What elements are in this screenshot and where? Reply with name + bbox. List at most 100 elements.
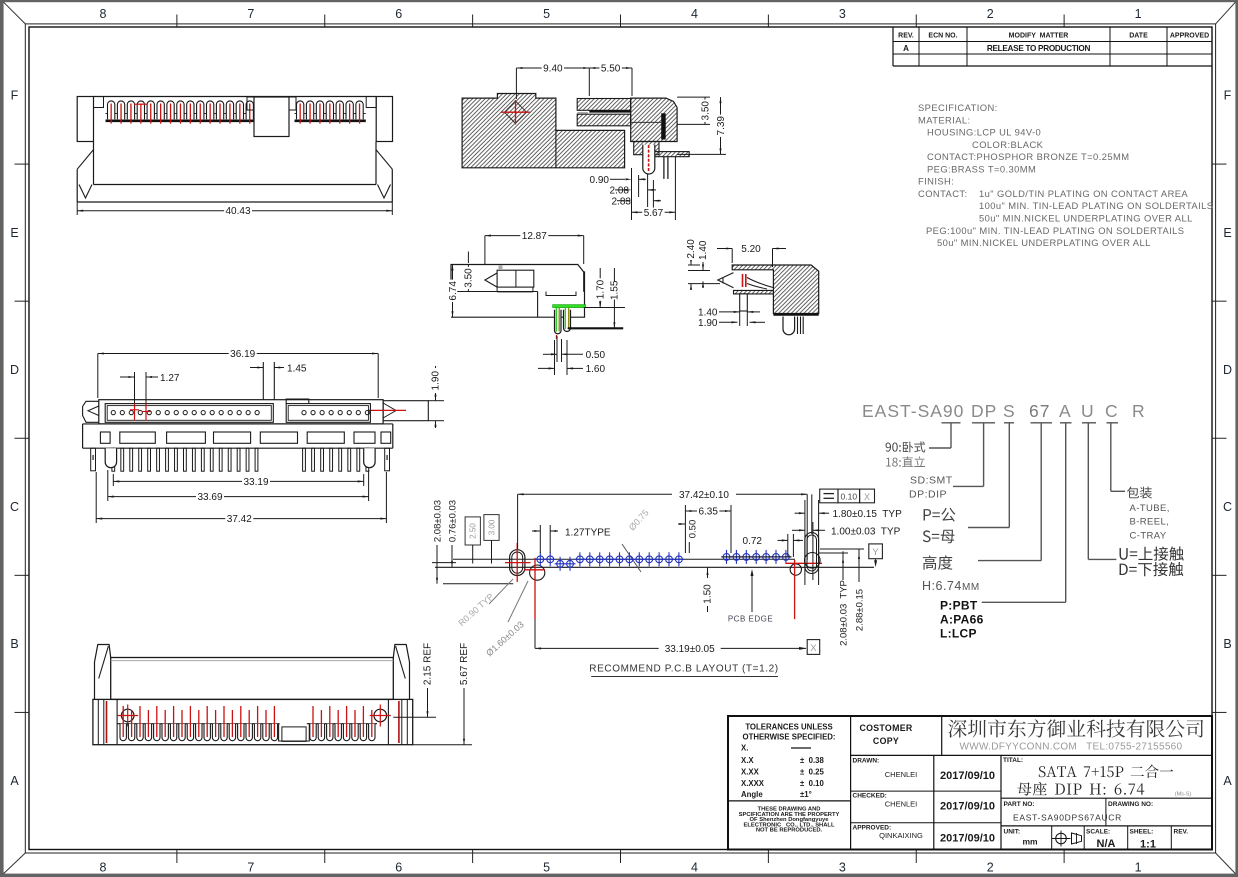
svg-text:1: 1 bbox=[1135, 861, 1142, 875]
svg-text:8: 8 bbox=[99, 861, 106, 875]
svg-text:1.00±0.03 TYP: 1.00±0.03 TYP bbox=[831, 526, 901, 537]
svg-text:R: R bbox=[1132, 401, 1146, 421]
svg-text:C: C bbox=[1223, 500, 1232, 514]
svg-text:MATERIAL:: MATERIAL: bbox=[918, 114, 971, 125]
svg-text:REV.: REV. bbox=[898, 33, 914, 40]
svg-text:1.27: 1.27 bbox=[160, 373, 180, 384]
svg-text:COSTOMER: COSTOMER bbox=[859, 723, 912, 733]
svg-text:SPECIFICATION:: SPECIFICATION: bbox=[918, 102, 998, 113]
svg-text:0.76±0.03: 0.76±0.03 bbox=[447, 500, 458, 542]
svg-text:33.19: 33.19 bbox=[243, 477, 268, 488]
svg-text:EAST-SA90DPS67AUCR: EAST-SA90DPS67AUCR bbox=[1013, 813, 1122, 823]
svg-text:C: C bbox=[1105, 401, 1119, 421]
svg-text:2.83: 2.83 bbox=[612, 196, 632, 207]
svg-text:THESE DRAWING AND: THESE DRAWING AND bbox=[758, 807, 821, 813]
svg-text:L:LCP: L:LCP bbox=[940, 627, 977, 641]
svg-text:X: X bbox=[810, 643, 817, 654]
svg-text:QINKAIXING: QINKAIXING bbox=[879, 831, 923, 840]
svg-text:6: 6 bbox=[395, 7, 402, 21]
svg-text:37.42±0.10: 37.42±0.10 bbox=[679, 490, 729, 501]
svg-text:5.20: 5.20 bbox=[741, 244, 761, 255]
svg-text:A: A bbox=[903, 44, 909, 53]
svg-text:2.15 REF: 2.15 REF bbox=[423, 643, 434, 685]
svg-text:36.19: 36.19 bbox=[230, 349, 255, 360]
svg-text:3: 3 bbox=[839, 861, 846, 875]
svg-text:40.43: 40.43 bbox=[225, 206, 250, 217]
svg-text:7: 7 bbox=[247, 7, 254, 21]
svg-text:X: X bbox=[864, 492, 870, 502]
svg-text:A-TUBE,: A-TUBE, bbox=[1130, 503, 1170, 514]
svg-text:MM: MM bbox=[962, 582, 980, 593]
svg-text:F: F bbox=[11, 89, 19, 103]
svg-text:50u" MIN.NICKEL UNDERPLATING O: 50u" MIN.NICKEL UNDERPLATING OVER ALL bbox=[937, 237, 1151, 248]
svg-text:CHENLEI: CHENLEI bbox=[885, 770, 918, 779]
svg-text:6.74: 6.74 bbox=[448, 281, 459, 301]
svg-text:X.: X. bbox=[741, 744, 748, 753]
svg-text:H:6.74: H:6.74 bbox=[922, 579, 962, 593]
svg-text:67: 67 bbox=[1029, 401, 1050, 421]
svg-text:33.69: 33.69 bbox=[197, 492, 222, 503]
svg-text:X.XXX: X.XXX bbox=[741, 779, 765, 788]
svg-text:OF Shenzhen Dongfangyuye: OF Shenzhen Dongfangyuye bbox=[750, 817, 830, 823]
svg-text:8: 8 bbox=[99, 7, 106, 21]
svg-text:OTHERWISE SPECIFIED:: OTHERWISE SPECIFIED: bbox=[743, 733, 836, 742]
svg-text:C: C bbox=[10, 500, 19, 514]
svg-text:CONTACT:: CONTACT: bbox=[918, 188, 968, 199]
svg-text:2.08±0.03: 2.08±0.03 bbox=[432, 500, 443, 542]
svg-text:Y: Y bbox=[872, 547, 879, 558]
svg-text:SCALE:: SCALE: bbox=[1086, 829, 1110, 836]
svg-text:0.90: 0.90 bbox=[590, 175, 610, 186]
svg-text:B: B bbox=[10, 637, 18, 651]
svg-text:SHEEL:: SHEEL: bbox=[1130, 829, 1154, 836]
svg-text:X.X: X.X bbox=[741, 756, 754, 765]
svg-text:FINISH:: FINISH: bbox=[918, 176, 954, 187]
svg-text:2.50: 2.50 bbox=[469, 523, 478, 539]
svg-text:2: 2 bbox=[987, 7, 994, 21]
svg-text:2.88±0.15: 2.88±0.15 bbox=[854, 589, 865, 631]
svg-text:A: A bbox=[10, 774, 19, 788]
svg-text:CHECKED:: CHECKED: bbox=[853, 793, 887, 800]
svg-text:1.60: 1.60 bbox=[586, 364, 606, 375]
svg-text:PEG:BRASS T=0.30MM: PEG:BRASS T=0.30MM bbox=[927, 163, 1036, 174]
svg-text:1.40: 1.40 bbox=[698, 308, 718, 319]
svg-text:9.40: 9.40 bbox=[543, 64, 563, 75]
svg-text:7: 7 bbox=[247, 861, 254, 875]
svg-text:± 0.25: ± 0.25 bbox=[800, 768, 824, 777]
svg-text:RELEASE TO PRODUCTION: RELEASE TO PRODUCTION bbox=[987, 44, 1091, 53]
svg-text:HOUSING:LCP UL 94V-0: HOUSING:LCP UL 94V-0 bbox=[927, 127, 1041, 138]
svg-text:ELECTRONIC CO., LTD., SHALL: ELECTRONIC CO., LTD., SHALL bbox=[743, 822, 834, 828]
svg-text:5.50: 5.50 bbox=[601, 64, 621, 75]
svg-text:± 0.10: ± 0.10 bbox=[800, 779, 824, 788]
svg-text:1.70: 1.70 bbox=[596, 279, 607, 299]
svg-text:0.72: 0.72 bbox=[743, 536, 763, 547]
svg-text:COLOR:BLACK: COLOR:BLACK bbox=[972, 139, 1044, 150]
svg-text:CONTACT:PHOSPHOR BRONZE T=0.25: CONTACT:PHOSPHOR BRONZE T=0.25MM bbox=[927, 151, 1129, 162]
svg-text:5: 5 bbox=[543, 861, 550, 875]
svg-text:U: U bbox=[1081, 401, 1095, 421]
svg-text:B-REEL,: B-REEL, bbox=[1130, 517, 1170, 528]
svg-text:33.19±0.05: 33.19±0.05 bbox=[665, 644, 715, 655]
svg-text:1: 1 bbox=[1135, 7, 1142, 21]
svg-text:C-TRAY: C-TRAY bbox=[1130, 531, 1167, 542]
svg-text:DP:DIP: DP:DIP bbox=[909, 489, 947, 501]
svg-text:DATE: DATE bbox=[1129, 33, 1148, 40]
svg-text:NOT BE REPRODUCED.: NOT BE REPRODUCED. bbox=[756, 828, 823, 834]
svg-text:3.00: 3.00 bbox=[487, 519, 496, 535]
svg-text:± 0.38: ± 0.38 bbox=[800, 756, 824, 765]
svg-text:2017/09/10: 2017/09/10 bbox=[940, 770, 995, 782]
svg-text:0.50: 0.50 bbox=[586, 350, 606, 361]
svg-text:N/A: N/A bbox=[1097, 838, 1116, 850]
svg-text:2: 2 bbox=[987, 861, 994, 875]
svg-text:2.40: 2.40 bbox=[686, 239, 697, 259]
svg-text:2017/09/10: 2017/09/10 bbox=[940, 833, 995, 845]
svg-text:F: F bbox=[1224, 89, 1232, 103]
svg-text:D: D bbox=[10, 363, 19, 377]
svg-text:P:PBT: P:PBT bbox=[940, 599, 978, 613]
svg-text:50u" MIN.NICKEL UNDERPLATING O: 50u" MIN.NICKEL UNDERPLATING OVER ALL bbox=[979, 213, 1193, 224]
svg-text:mm: mm bbox=[1022, 837, 1038, 847]
svg-text:ECN NO.: ECN NO. bbox=[928, 33, 957, 40]
svg-text:1.80±0.15 TYP: 1.80±0.15 TYP bbox=[833, 509, 903, 520]
svg-text:4: 4 bbox=[691, 7, 698, 21]
svg-text:A: A bbox=[1223, 774, 1232, 788]
svg-text:Angle: Angle bbox=[741, 790, 763, 799]
